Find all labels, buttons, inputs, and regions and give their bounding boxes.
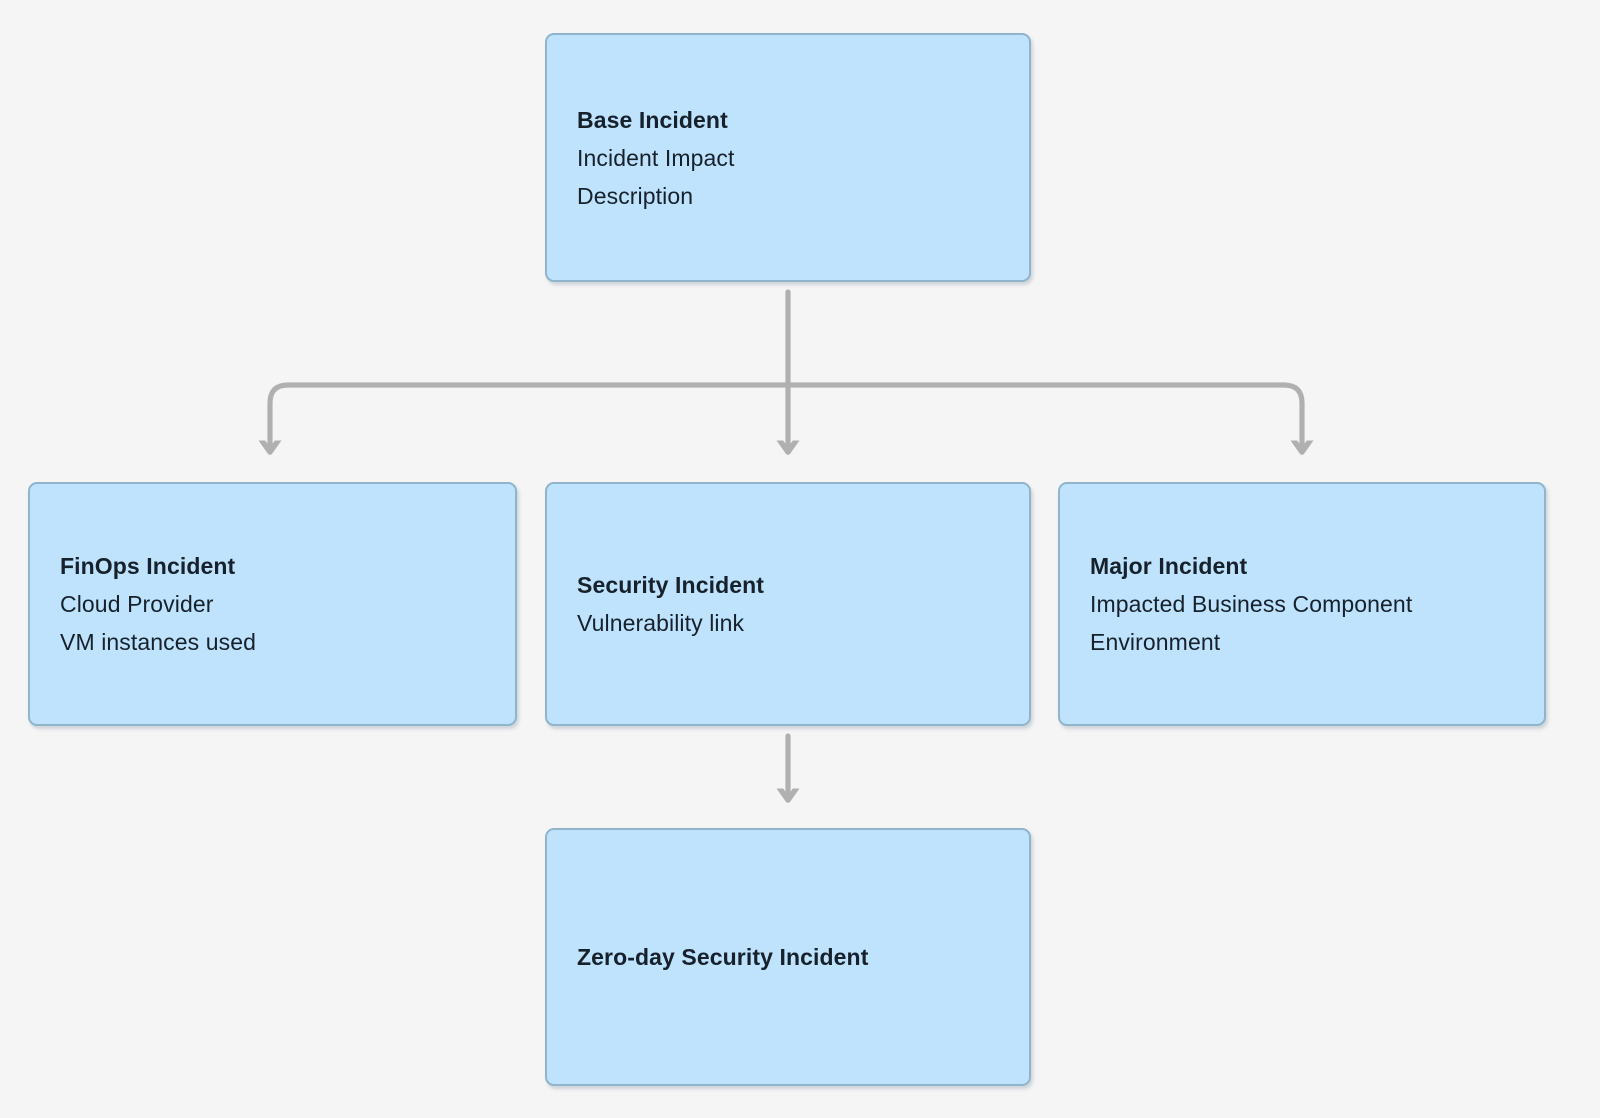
node-base-incident[interactable]: Base Incident Incident Impact Descriptio…: [545, 33, 1031, 282]
node-security-incident[interactable]: Security Incident Vulnerability link: [545, 482, 1031, 726]
node-attribute: Impacted Business Component: [1090, 591, 1413, 617]
node-attribute: VM instances used: [60, 629, 257, 655]
node-zero-day-security-incident[interactable]: Zero-day Security Incident: [545, 828, 1031, 1086]
edge-base-to-major: [785, 382, 1302, 452]
node-title: FinOps Incident: [60, 553, 236, 579]
edge-base-to-finops: [270, 382, 791, 452]
node-finops-incident[interactable]: FinOps Incident Cloud Provider VM instan…: [28, 482, 517, 726]
node-major-incident[interactable]: Major Incident Impacted Business Compone…: [1058, 482, 1546, 726]
node-title: Base Incident: [577, 106, 728, 133]
node-attribute: Cloud Provider: [60, 591, 214, 617]
node-attribute: Incident Impact: [577, 144, 735, 171]
node-attribute: Description: [577, 182, 694, 209]
node-title: Zero-day Security Incident: [577, 944, 869, 970]
node-attribute: Environment: [1090, 629, 1221, 655]
node-title: Major Incident: [1090, 553, 1248, 579]
node-attribute: Vulnerability link: [577, 610, 745, 636]
node-title: Security Incident: [577, 572, 765, 598]
